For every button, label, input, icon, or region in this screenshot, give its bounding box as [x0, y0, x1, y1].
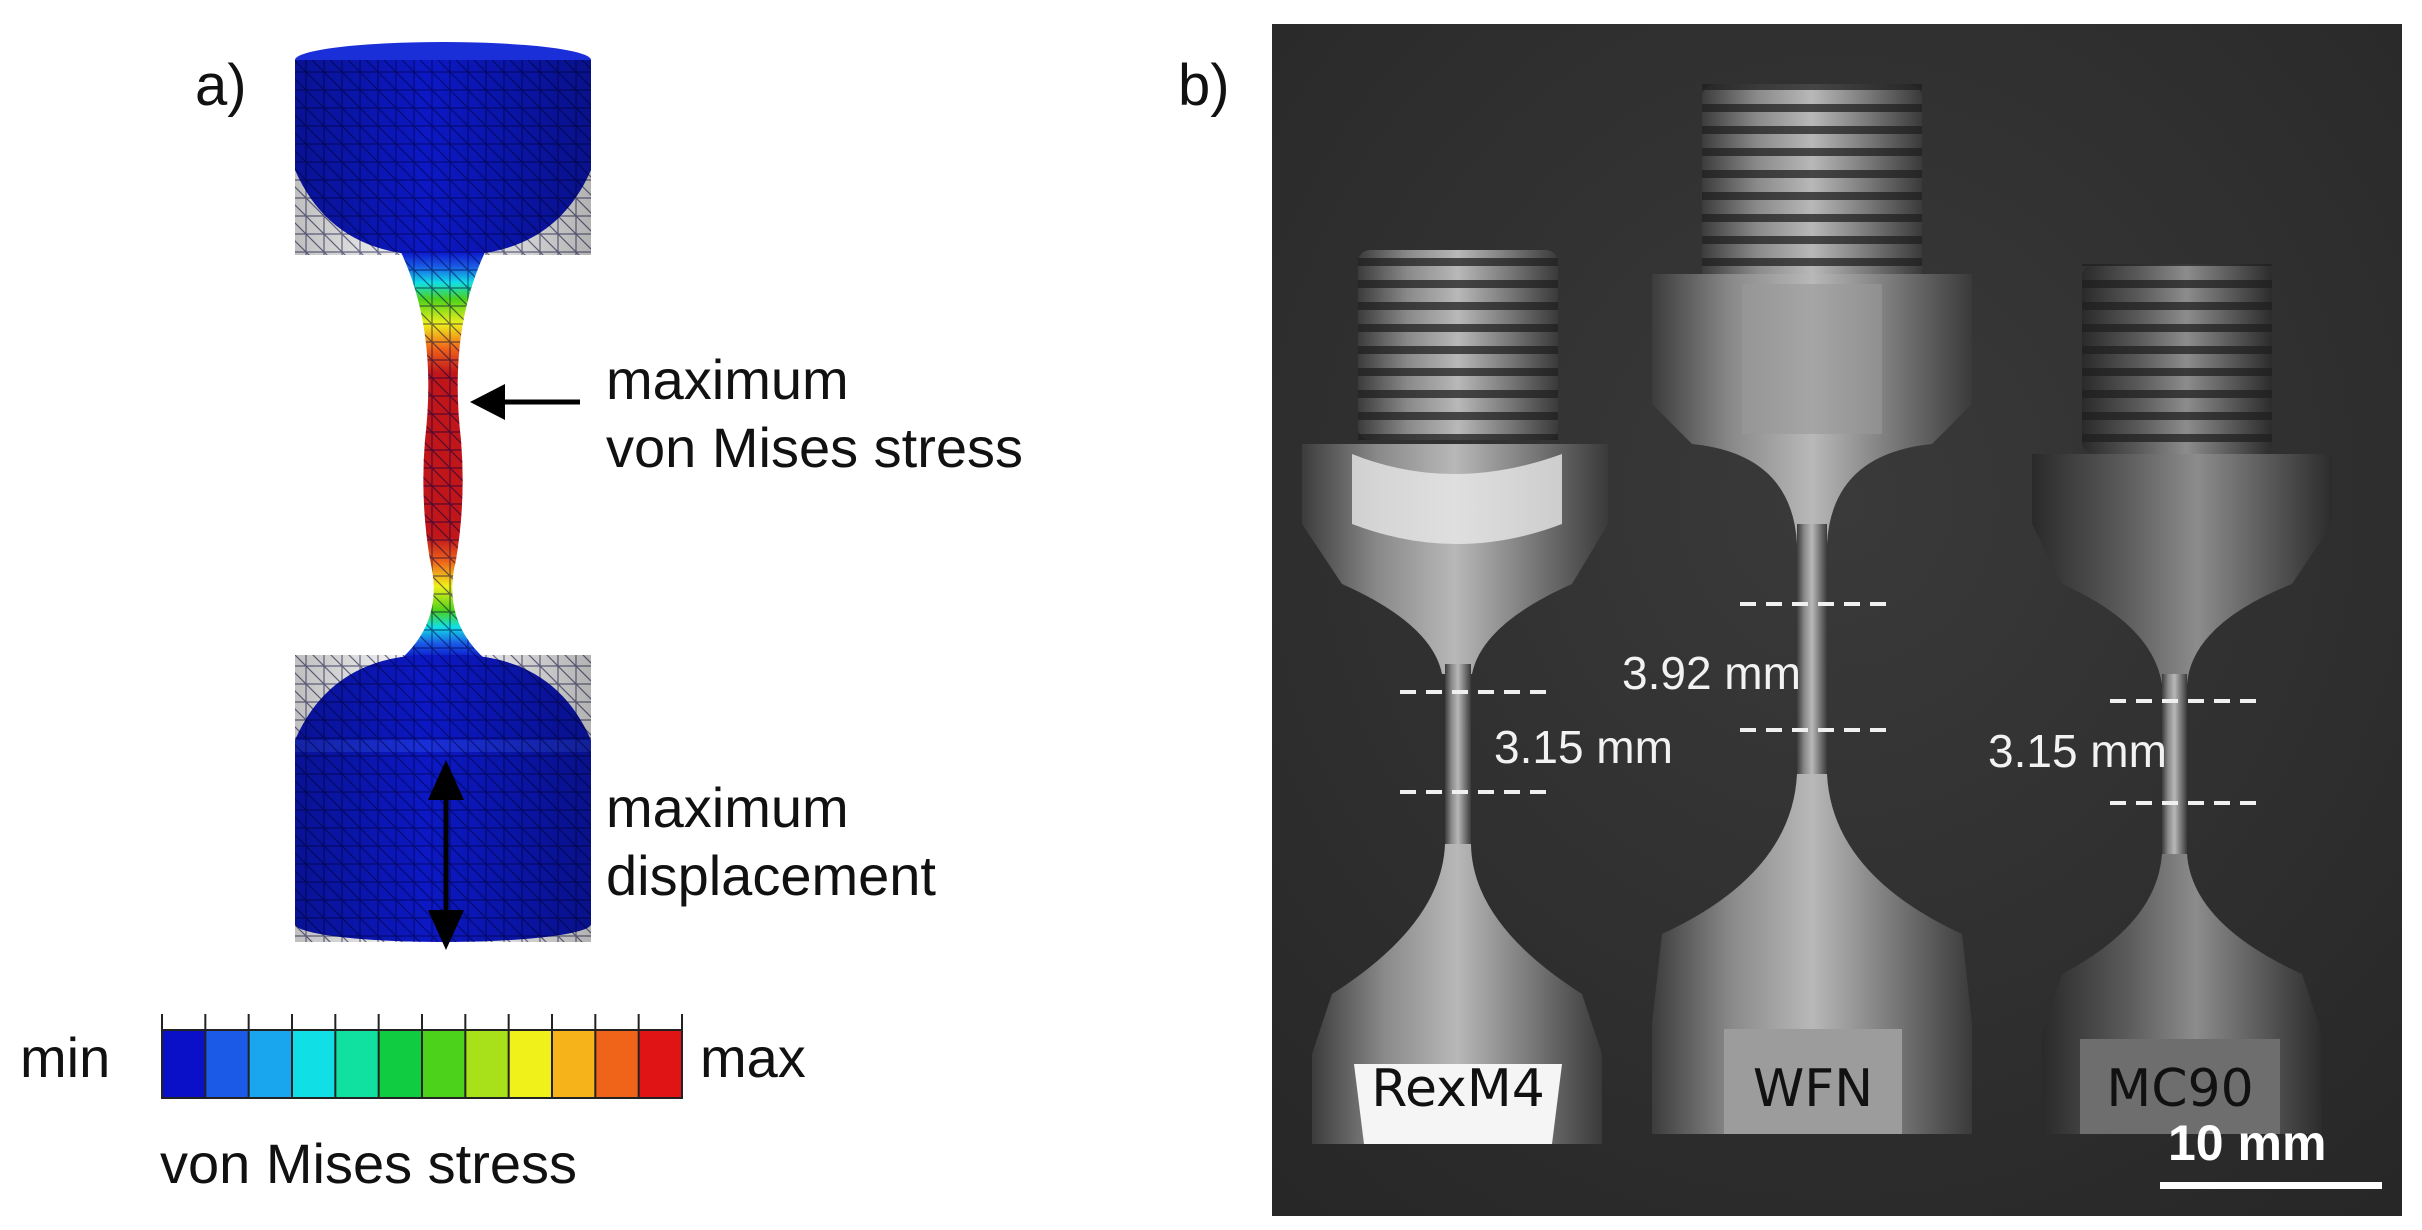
stress-callout-line1: maximum	[606, 348, 849, 411]
legend-swatch	[378, 1030, 422, 1098]
specimen-label-mc90: MC90	[2106, 1059, 2254, 1119]
fem-model-figure	[161, 42, 683, 1099]
panel-b-label: b)	[1178, 53, 1230, 118]
legend-swatch	[508, 1030, 552, 1098]
legend-swatch	[595, 1030, 639, 1098]
specimen-label-wfn: WFN	[1752, 1059, 1874, 1119]
displacement-callout: maximum displacement	[606, 774, 936, 910]
fem-top-grip	[295, 42, 591, 255]
specimen-wfn	[1652, 84, 1972, 1134]
specimen-label-rexm4: RexM4	[1371, 1059, 1545, 1119]
stress-color-legend	[161, 1014, 683, 1099]
double-arrow-vertical-icon	[428, 760, 464, 950]
legend-swatch	[162, 1030, 206, 1098]
scale-bar-label: 10 mm	[2168, 1115, 2327, 1171]
legend-swatch	[465, 1030, 509, 1098]
specimen-mc90	[2032, 264, 2332, 1134]
arrow-left-icon	[470, 384, 580, 420]
panel-a-label: a)	[195, 53, 247, 118]
legend-min-label: min	[20, 1026, 111, 1089]
stress-callout-line2: von Mises stress	[606, 416, 1023, 479]
panel-a: a)	[0, 0, 1140, 1230]
legend-swatch	[292, 1030, 336, 1098]
dimension-label-rexm4: 3.15 mm	[1494, 721, 1673, 773]
scale-bar-line	[2160, 1182, 2382, 1189]
legend-swatch	[335, 1030, 379, 1098]
legend-title: von Mises stress	[160, 1132, 577, 1195]
legend-swatch	[205, 1030, 249, 1098]
specimen-photograph: 3.15 mm 3.92 mm 3.15 mm RexM4 WFN MC90 1…	[1272, 24, 2402, 1216]
legend-swatch	[638, 1030, 682, 1098]
legend-swatch	[552, 1030, 596, 1098]
dimension-label-wfn: 3.92 mm	[1622, 647, 1801, 699]
fem-gauge-section	[400, 250, 486, 660]
legend-swatch	[248, 1030, 292, 1098]
displacement-callout-line1: maximum	[606, 776, 849, 839]
displacement-callout-line2: displacement	[606, 844, 936, 907]
specimen-photo-drawing	[1272, 24, 2402, 1216]
dimension-label-mc90: 3.15 mm	[1988, 725, 2167, 777]
stress-callout: maximum von Mises stress	[606, 346, 1023, 482]
specimen-rexm4	[1302, 250, 1608, 1144]
legend-swatch	[422, 1030, 466, 1098]
legend-max-label: max	[700, 1026, 806, 1089]
